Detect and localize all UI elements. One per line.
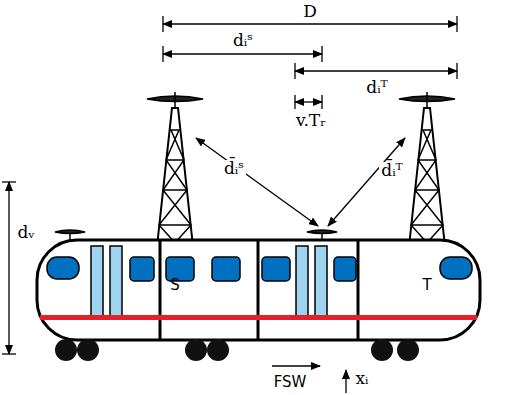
dimension-label: dᵥ	[17, 224, 34, 241]
dimension-label: dᵢˢ	[233, 32, 253, 49]
station-label: S	[170, 278, 180, 293]
direction-label: FSW	[274, 375, 307, 390]
dimension-label: dᵢᵀ	[366, 79, 387, 96]
dimension-label: v.Tᵣ	[296, 112, 326, 129]
distance-label: d̄ᵢᵀ	[379, 162, 404, 179]
distance-label: d̄ᵢˢ	[222, 160, 246, 177]
station-label: T	[422, 278, 431, 293]
dimension-label: D	[301, 3, 319, 20]
position-label: xᵢ	[355, 370, 368, 387]
